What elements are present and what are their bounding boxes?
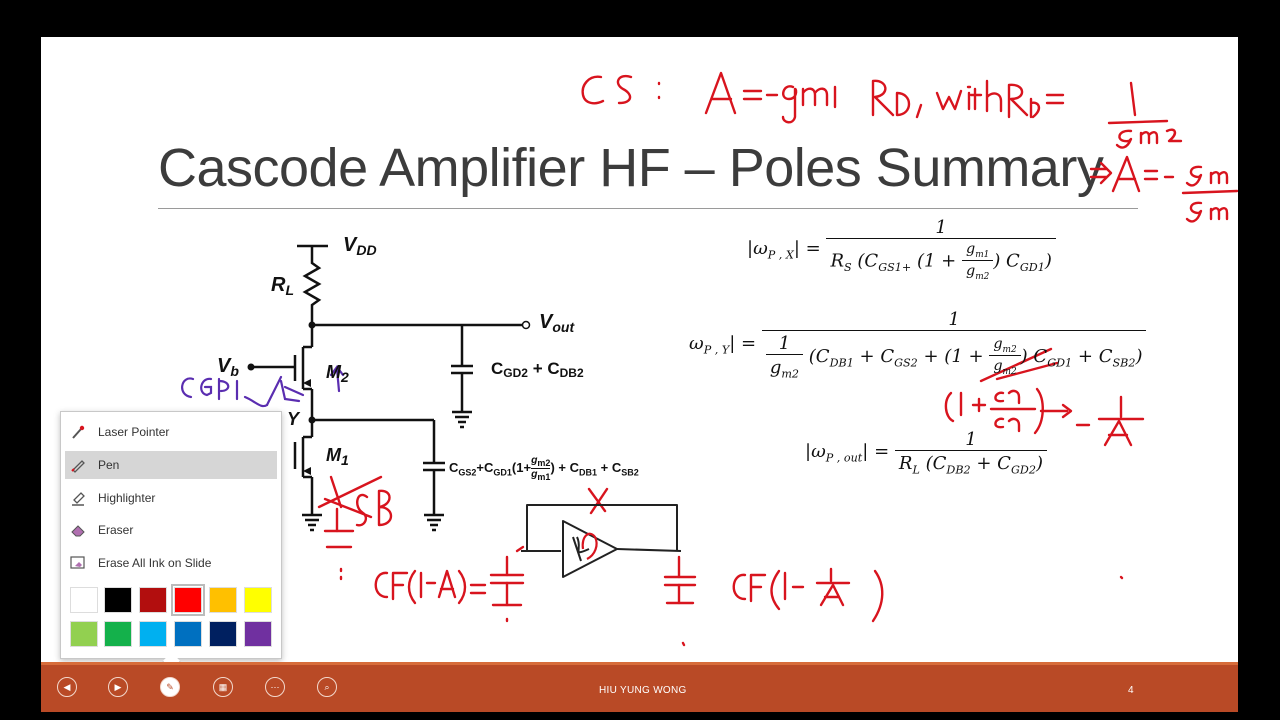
- presenter-toolbar: ◀ ▶ ✎ ▦ ⋯ ⌕ HIU YUNG WONG 4: [41, 662, 1238, 712]
- vout-label: Vout: [539, 311, 575, 335]
- cap-out-label: CGD2 + CDB2: [491, 359, 584, 380]
- slide-thumbnails-icon: ▦: [218, 681, 228, 692]
- color-swatch-purple[interactable]: [244, 621, 272, 647]
- next-icon: ▶: [114, 681, 122, 692]
- pen-tool-button[interactable]: ✎: [160, 677, 180, 697]
- color-swatch-light-green[interactable]: [70, 621, 98, 647]
- equation-wpout: |ωP , out| = 1 RL (CDB2 + CGD2): [805, 429, 1047, 477]
- menu-item-label: Laser Pointer: [98, 425, 170, 439]
- color-swatch-dark-blue[interactable]: [209, 621, 237, 647]
- previous-icon: ◀: [63, 681, 71, 692]
- eraser-icon: [71, 525, 85, 537]
- next-slide-button[interactable]: ▶: [108, 677, 128, 697]
- circuit-schematic: [181, 71, 1238, 647]
- vb-label: Vb: [217, 355, 239, 379]
- zoom-button[interactable]: ⌕: [317, 677, 337, 697]
- slide-number: 4: [1128, 685, 1134, 696]
- m2-label: M2: [326, 362, 349, 385]
- erase-all-icon: [70, 556, 85, 569]
- menu-item-label: Erase All Ink on Slide: [98, 556, 212, 570]
- m1-label: M1: [326, 445, 349, 468]
- laser-pointer-icon: [72, 425, 85, 439]
- more-options-icon: ⋯: [270, 681, 280, 692]
- menu-item-pen[interactable]: Pen: [65, 451, 277, 479]
- color-swatch-dark-red[interactable]: [139, 587, 167, 613]
- menu-item-eraser[interactable]: Eraser: [65, 516, 277, 544]
- color-swatch-white[interactable]: [70, 587, 98, 613]
- footer-author: HIU YUNG WONG: [599, 685, 687, 696]
- slide-title: Cascode Amplifier HF – Poles Summary: [158, 138, 1104, 198]
- menu-item-label: Highlighter: [98, 491, 156, 505]
- pen-tool-icon: ✎: [166, 681, 174, 692]
- color-swatch-yellow[interactable]: [244, 587, 272, 613]
- color-swatch-blue[interactable]: [174, 621, 202, 647]
- vdd-label: VDD: [343, 234, 377, 258]
- color-swatch-red[interactable]: [171, 584, 205, 616]
- more-options-button[interactable]: ⋯: [265, 677, 285, 697]
- color-swatch-black[interactable]: [104, 587, 132, 613]
- ink-options-menu: Laser Pointer Pen Highlighter Eraser Era…: [60, 411, 282, 659]
- menu-item-highlighter[interactable]: Highlighter: [65, 484, 277, 512]
- see-all-slides-button[interactable]: ▦: [213, 677, 233, 697]
- menu-item-label: Pen: [98, 458, 120, 472]
- previous-slide-button[interactable]: ◀: [57, 677, 77, 697]
- color-swatch-light-blue[interactable]: [139, 621, 167, 647]
- node-y-label: Y: [287, 409, 300, 429]
- highlighter-icon: [72, 492, 85, 506]
- color-swatch-green[interactable]: [104, 621, 132, 647]
- menu-item-label: Eraser: [98, 523, 134, 537]
- title-underline: [158, 208, 1138, 209]
- pen-icon: [71, 460, 85, 473]
- menu-item-erase-all[interactable]: Erase All Ink on Slide: [65, 549, 277, 577]
- menu-item-laser-pointer[interactable]: Laser Pointer: [65, 418, 277, 446]
- zoom-icon: ⌕: [324, 681, 330, 692]
- color-swatch-orange[interactable]: [209, 587, 237, 613]
- rl-label: RL: [271, 274, 295, 298]
